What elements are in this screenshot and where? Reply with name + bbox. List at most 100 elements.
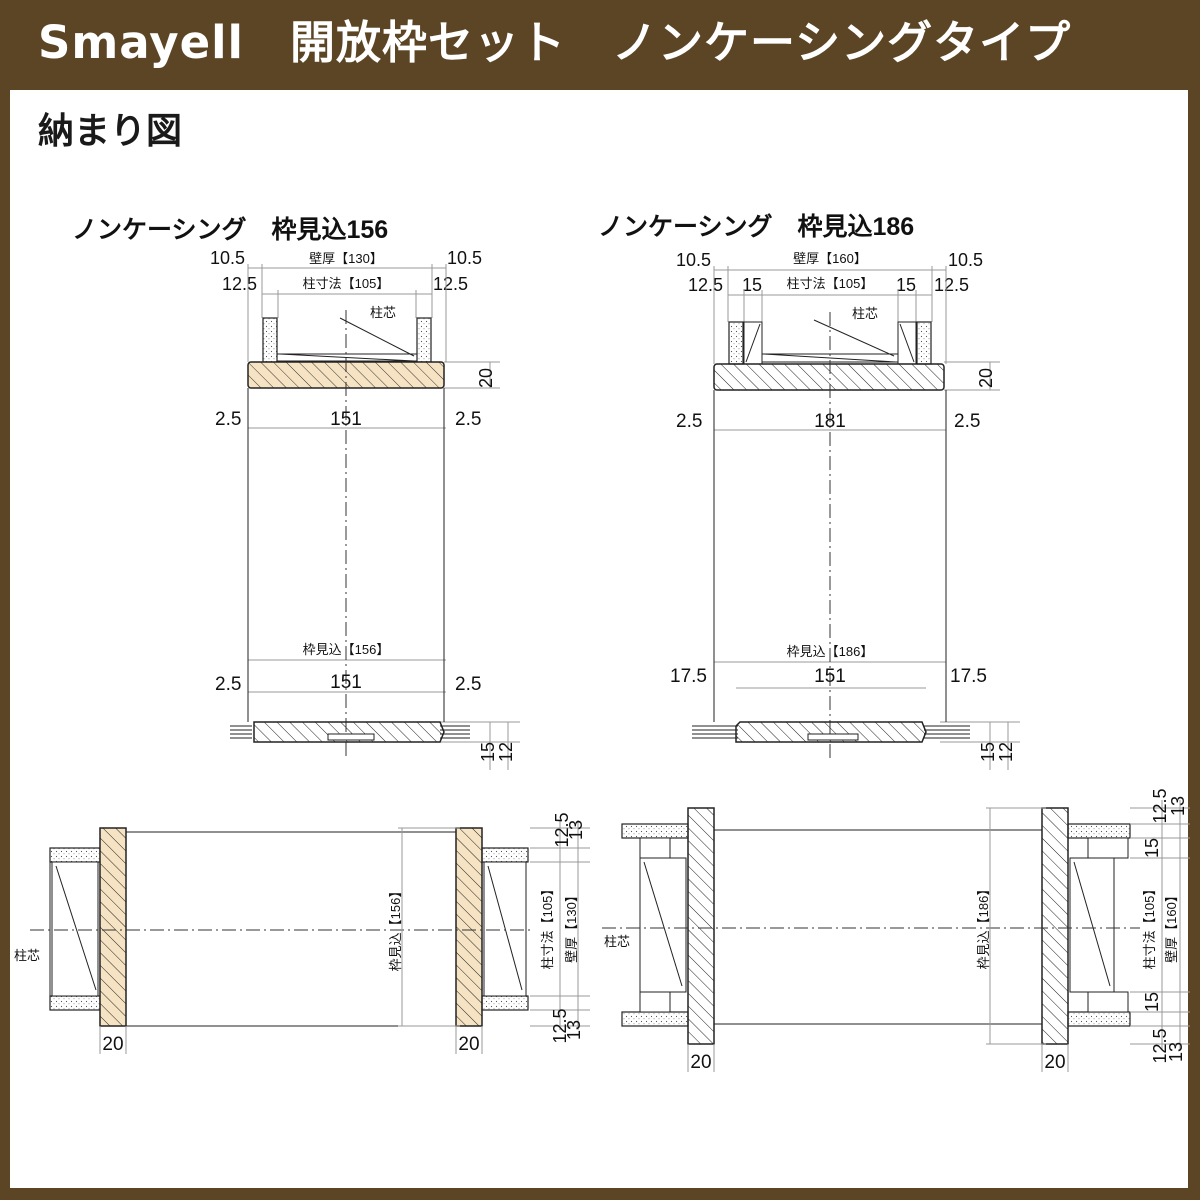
tr-spacer-left: 15	[742, 275, 762, 295]
bl-left-wall-bottom	[49, 995, 101, 1011]
tr-sill	[735, 721, 927, 743]
tl-stud	[277, 317, 417, 362]
br-stud-size: 柱寸法【105】	[1142, 883, 1157, 970]
br-left-spacer-top	[639, 837, 671, 859]
tr-lower-right-12: 12	[996, 742, 1016, 762]
tl-left-wall-board	[262, 317, 278, 363]
tl-dim-12-5-left: 12.5	[222, 274, 257, 294]
br-right-spacer-bottom	[1087, 991, 1129, 1013]
tr-dim-12-5-left: 12.5	[688, 275, 723, 295]
br-right-wall-top	[1067, 823, 1131, 839]
tl-sill	[253, 721, 445, 743]
tr-dim-lines	[713, 266, 1020, 770]
bl-stud-size: 柱寸法【105】	[540, 883, 555, 970]
tl-inner-width: 151	[330, 409, 362, 430]
bl-dim-lines	[99, 820, 590, 1054]
tr-spacer-right: 15	[896, 275, 916, 295]
tr-left-wall-board	[728, 321, 744, 365]
bl-dim-13-top: 13	[566, 820, 586, 840]
br-dim-15-bottom: 15	[1142, 992, 1162, 1012]
section-title: 納まり図	[38, 111, 183, 152]
tr-lower-side-left: 17.5	[670, 666, 707, 687]
tr-stud-center: 柱芯	[852, 306, 878, 321]
tl-board-20: 20	[476, 368, 496, 388]
tr-dim-12-5-right: 12.5	[934, 275, 969, 295]
bl-wall-thickness: 壁厚【130】	[564, 889, 579, 963]
tl-side-right: 2.5	[455, 409, 481, 430]
tr-wall-thickness: 壁厚【160】	[793, 251, 867, 266]
br-left-wall-bottom	[621, 1011, 689, 1027]
br-right-wall-bottom	[1067, 1011, 1131, 1027]
bl-right-wall-bottom	[481, 995, 529, 1011]
tr-floor-lines	[692, 725, 970, 739]
br-dim-13-top: 13	[1168, 796, 1188, 816]
top-right-title: ノンケーシング 枠見込186	[598, 213, 914, 241]
tr-lower-inner: 151	[814, 666, 846, 687]
tl-floor-lines	[230, 725, 470, 739]
br-left-frame	[687, 807, 715, 1045]
bl-right-wall-top	[481, 847, 529, 863]
bl-stud-center: 柱芯	[14, 948, 40, 963]
tl-dim-lines	[247, 264, 520, 770]
bl-dim-12-5-bottom: 12.5	[550, 1008, 570, 1043]
br-wall-thickness: 壁厚【160】	[1164, 889, 1179, 963]
tr-side-right: 2.5	[954, 411, 980, 432]
br-dim-13-bottom: 13	[1166, 1042, 1186, 1062]
br-right-frame	[1041, 807, 1069, 1045]
content-panel	[10, 90, 1188, 1188]
tr-board-20: 20	[976, 368, 996, 388]
tl-stud-center: 柱芯	[370, 305, 396, 320]
tl-lower-right-15: 15	[478, 742, 498, 762]
tr-lower-right-15: 15	[978, 742, 998, 762]
br-left-wall-top	[621, 823, 689, 839]
tr-stud-size: 柱寸法【105】	[787, 276, 874, 291]
bl-dim-13-bottom: 13	[564, 1020, 584, 1040]
tl-lower-side-left: 2.5	[215, 674, 241, 695]
bottom-left-diagram: 柱芯 枠見込【156】 柱寸法【105】 壁厚【130】 12.5 13 12.…	[14, 812, 590, 1055]
bl-left-wall-top	[49, 847, 101, 863]
tr-dim-10-5-right: 10.5	[948, 250, 983, 270]
bl-board-right: 20	[458, 1034, 479, 1055]
bl-left-frame-hatch	[100, 828, 126, 1026]
top-right-diagram: ノンケーシング 枠見込186 10.5 10.5 12.5 12.5 15 15…	[598, 213, 1020, 770]
tr-frame-board	[713, 363, 945, 391]
tr-sill-groove	[807, 733, 859, 741]
tl-frame-depth: 枠見込【156】	[303, 642, 390, 657]
tr-frame-depth: 枠見込【186】	[787, 644, 874, 659]
tr-inner-width: 181	[814, 411, 846, 432]
bl-board-left: 20	[102, 1034, 123, 1055]
tl-dim-10-5-right: 10.5	[447, 248, 482, 268]
tr-right-wall-board	[916, 321, 932, 365]
bl-right-frame-hatch	[456, 828, 482, 1026]
tl-wall-thickness: 壁厚【130】	[309, 251, 383, 266]
tl-side-left: 2.5	[215, 409, 241, 430]
bottom-right-diagram: 柱芯 枠見込【186】 柱寸法【105】 壁厚【160】 12.5 13 15 …	[602, 788, 1190, 1073]
tl-dim-10-5-left: 10.5	[210, 248, 245, 268]
tl-dim-12-5-right: 12.5	[433, 274, 468, 294]
br-left-spacer-bottom	[639, 991, 671, 1013]
tl-lower-side-right: 2.5	[455, 674, 481, 695]
tr-dim-10-5-left: 10.5	[676, 250, 711, 270]
br-frame-depth: 枠見込【186】	[976, 883, 991, 970]
tr-lower-side-right: 17.5	[950, 666, 987, 687]
br-dim-12-5-top: 12.5	[1150, 788, 1170, 823]
bl-frame-depth: 枠見込【156】	[388, 885, 403, 972]
br-dim-15-top: 15	[1142, 838, 1162, 858]
header-title: Smayell 開放枠セット ノンケーシングタイプ	[38, 16, 1072, 69]
br-board-right: 20	[1044, 1052, 1065, 1073]
br-dim-lines	[687, 800, 1190, 1072]
tl-lower-inner: 151	[330, 672, 362, 693]
top-left-diagram: ノンケーシング 枠見込156 10.5 10.5 12.5 12.5 壁厚【13…	[72, 216, 520, 770]
br-dim-12-5-bottom: 12.5	[1150, 1028, 1170, 1063]
top-left-title: ノンケーシング 枠見込156	[72, 216, 388, 244]
tr-side-left: 2.5	[676, 411, 702, 432]
tl-lower-right-12: 12	[496, 742, 516, 762]
br-right-spacer-top	[1087, 837, 1129, 859]
br-board-left: 20	[690, 1052, 711, 1073]
tl-right-wall-board	[416, 317, 432, 363]
tl-sill-groove	[327, 733, 375, 741]
bl-dim-12-5-top: 12.5	[552, 812, 572, 847]
tl-frame-board-hatch	[248, 362, 444, 388]
tl-stud-size: 柱寸法【105】	[303, 276, 390, 291]
